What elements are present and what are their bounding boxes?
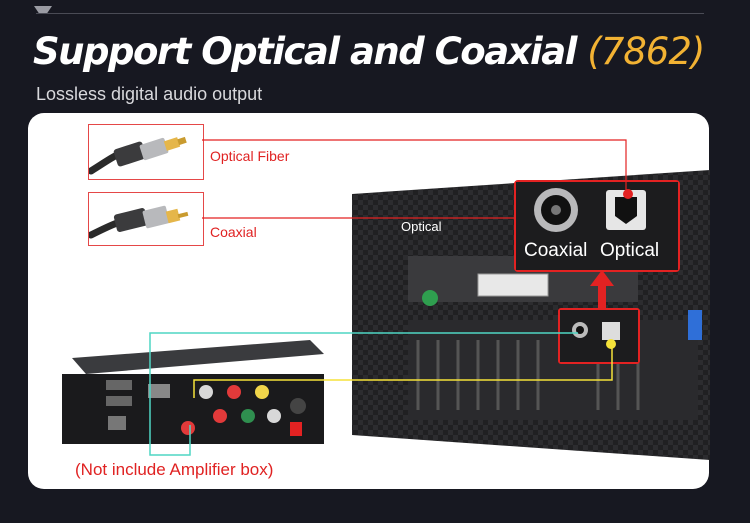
- coaxial-cable-icon: [89, 205, 189, 239]
- amplifier-box: [62, 340, 324, 452]
- coaxial-label: Coaxial: [210, 224, 257, 240]
- ports-mini-callout: [558, 308, 640, 364]
- optical-cable-image: [88, 124, 204, 180]
- top-tab: [34, 6, 52, 14]
- ports-mini: [560, 310, 638, 362]
- ports-zoom: [516, 182, 678, 270]
- coaxial-cable-image: [88, 192, 204, 246]
- model-number: (7862): [587, 30, 705, 73]
- arrow-up-icon: [590, 270, 614, 308]
- optical-wire: [193, 343, 613, 398]
- amplifier-image: [62, 340, 324, 444]
- optical-fiber-label: Optical Fiber: [210, 148, 290, 164]
- page-title: Support Optical and Coaxial (7862): [33, 30, 705, 73]
- coax-wire: [149, 332, 578, 456]
- amplifier-note: (Not include Amplifier box): [75, 460, 274, 479]
- page-subtitle: Lossless digital audio output: [36, 84, 263, 104]
- optical-fiber-line: [202, 139, 627, 192]
- optical-small-label: Optical: [401, 219, 442, 234]
- optical-cable-icon: [89, 136, 187, 175]
- title-text: Support Optical and Coaxial: [33, 30, 577, 73]
- top-divider: [36, 13, 704, 14]
- ports-callout: [514, 180, 680, 272]
- optical-port-label: Optical: [600, 240, 660, 261]
- coaxial-port-label: Coaxial: [524, 240, 588, 261]
